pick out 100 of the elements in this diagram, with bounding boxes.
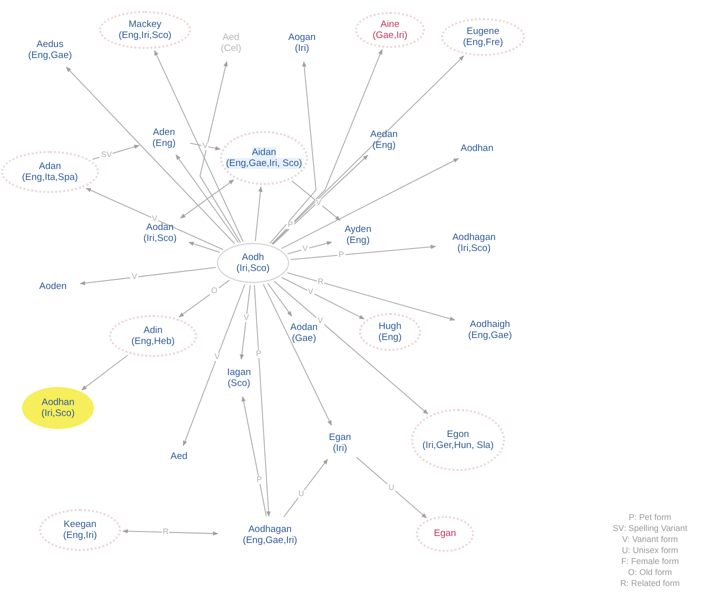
origin-text: (Iri) [332, 443, 348, 454]
edge-label: SV [100, 151, 113, 160]
arrow [271, 49, 383, 244]
legend-text: F: Female form [620, 556, 680, 567]
edge-label: O [210, 287, 218, 296]
name-text: Aodhan [42, 396, 74, 408]
name-text: Egon [446, 428, 470, 440]
edge-label: P [256, 476, 263, 484]
name-ellipse [416, 516, 474, 552]
edge-label: V [130, 273, 138, 282]
origin-text: (Iri,Sco) [457, 243, 491, 254]
origin-text: (Iri,Sco) [41, 408, 75, 420]
legend-text: O: Old form [627, 567, 673, 578]
arrow [281, 277, 365, 320]
edge-label: V [316, 317, 324, 326]
edge-label: U [388, 484, 396, 492]
arrow [274, 280, 428, 414]
legend-text: P: Pet form [628, 512, 672, 523]
edge-label: U [297, 490, 306, 498]
arrow [254, 284, 271, 517]
name-ellipse [359, 313, 421, 351]
name-text: Aden [152, 126, 176, 138]
origin-text: (Iri,Sco) [143, 233, 177, 244]
arrow [190, 142, 221, 150]
origin-text: (Iri,Sco) [236, 263, 270, 274]
arrow [254, 186, 263, 242]
arrow [200, 60, 241, 243]
arrow [178, 280, 230, 318]
name-text: Egan [328, 432, 352, 443]
arrow [287, 241, 332, 254]
arrow [176, 154, 239, 244]
name-text: Aedus [36, 38, 64, 50]
name-text: Adin [143, 324, 162, 336]
name-ellipse [355, 12, 425, 48]
name-text: Adan [38, 160, 62, 172]
arrow [292, 180, 341, 221]
edge-label: P [286, 221, 294, 230]
name-text: Aed [222, 32, 240, 43]
edge-label: R [162, 528, 170, 536]
origin-text: (Eng,Ita,Spa) [22, 172, 78, 184]
name-ellipse [1, 151, 99, 193]
name-ellipse [109, 315, 197, 357]
name-text: Keegan [64, 518, 96, 530]
origin-text: (Eng) [152, 138, 176, 150]
arrow [356, 456, 427, 518]
origin-text: (Eng) [346, 235, 370, 246]
arrow [272, 55, 464, 244]
edge-label: V [242, 314, 250, 322]
name-text: Aed [170, 451, 188, 463]
name-ellipse [99, 11, 191, 49]
edge-label: V [213, 353, 221, 362]
name-text: Aidan [252, 146, 276, 158]
arrow [240, 284, 251, 360]
arrow [80, 267, 216, 286]
name-text: Aodan [146, 222, 174, 233]
arrow [81, 354, 128, 390]
edge-label: R [316, 278, 325, 286]
arrow [242, 396, 267, 517]
arrow [267, 282, 292, 317]
legend-text: R: Related form [619, 578, 681, 589]
arrow [86, 188, 224, 250]
name-text: Aedan [370, 128, 398, 140]
name-text: Aodhaigh [470, 318, 510, 330]
origin-text: (Eng) [372, 140, 396, 152]
name-text: Eugene [466, 26, 500, 37]
edge-label: V [306, 288, 314, 296]
name-ellipse [217, 243, 289, 283]
name-text: Aodhagan [248, 524, 292, 535]
edge-label: V [301, 245, 309, 254]
name-text: Aogan [288, 32, 316, 43]
name-text: Aodh [242, 252, 264, 263]
name-text: Aoden [39, 281, 67, 293]
arrow [283, 458, 328, 518]
name-text: Mackey [128, 18, 162, 30]
arrow [286, 272, 456, 321]
origin-text: (Eng) [378, 332, 402, 344]
arrow [188, 242, 220, 253]
origin-text: (Iri) [294, 43, 310, 54]
name-text: Aine [380, 18, 400, 30]
origin-text: (Eng,Iri,Sco) [118, 30, 172, 42]
origin-text: (Eng,Gae,Iri) [242, 535, 298, 546]
edge-label: P [255, 350, 262, 358]
arrow [270, 61, 316, 244]
name-text: Aodhagan [452, 232, 496, 243]
origin-text: (Eng,Iri) [63, 530, 97, 542]
origin-text: (Cel) [220, 43, 242, 54]
arrow [281, 158, 459, 249]
name-text: Aodan [290, 322, 318, 333]
legend-text: U: Unisex form [620, 545, 680, 556]
origin-text: (Gae,Iri) [372, 30, 408, 42]
name-ellipse [441, 18, 525, 56]
name-ellipse [220, 131, 308, 185]
legend-text: SV: Spelling Variant [612, 523, 688, 534]
edge-label: P [338, 251, 345, 259]
edge-label: V [150, 214, 158, 223]
origin-text: (Eng,Gae) [468, 330, 512, 342]
arrow [154, 50, 244, 242]
arrow [122, 529, 218, 536]
origin-text: (Iri,Ger,Hun, Sla) [422, 440, 494, 452]
arrow [262, 284, 332, 426]
